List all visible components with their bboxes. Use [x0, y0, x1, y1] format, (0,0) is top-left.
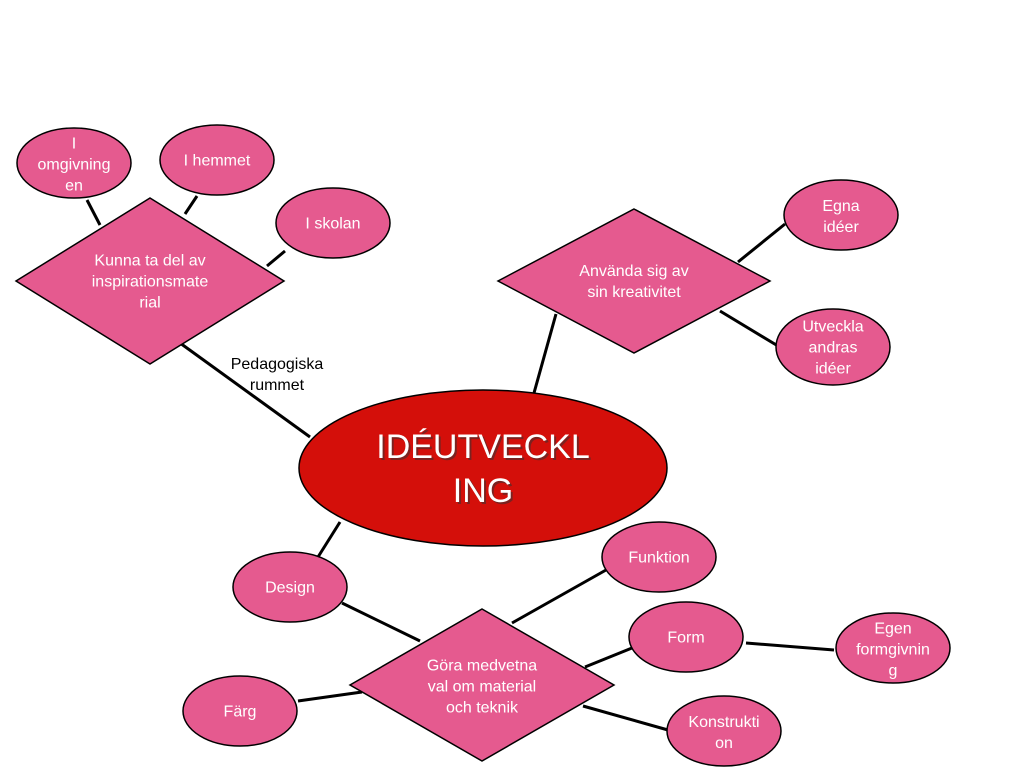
label-line: omgivning — [38, 157, 111, 174]
label-line: Form — [667, 630, 704, 647]
ellipse-egna-ideer — [783, 179, 899, 251]
label-line: Design — [265, 580, 315, 597]
label-line: Färg — [224, 704, 257, 721]
label-line: rummet — [250, 377, 305, 394]
edge-label-pedagogiska-rummet: Pedagogiska rummet — [231, 356, 324, 394]
connector-design-material — [341, 601, 421, 643]
ellipse-egna-ideer-text: Egna idéer — [822, 198, 859, 236]
ellipse-hemmet-text: I hemmet — [184, 153, 251, 170]
label-line: Pedagogiska — [231, 356, 324, 373]
ellipse-konstruktion — [666, 695, 782, 767]
connectors — [85, 195, 835, 732]
label-line: idéer — [815, 361, 851, 378]
ellipse-farg — [182, 675, 298, 747]
ellipse-andras-ideer — [775, 308, 891, 386]
ellipse-skolan — [275, 187, 391, 259]
diamond-kreativitet-text: Använda sig av sin kreativitet — [579, 263, 688, 301]
label-line: sin kreativitet — [587, 284, 681, 301]
diamond-material — [348, 608, 616, 762]
center-text: IDÉUTVECKL ING — [376, 428, 590, 510]
ellipse-omgivningen — [16, 127, 132, 199]
connector-material-funktion — [511, 568, 607, 625]
ellipse-hemmet — [159, 124, 275, 196]
label-line: formgivnin — [856, 642, 930, 659]
connector-kreativitet-egna — [737, 222, 786, 264]
connector-center-inspiration — [179, 341, 311, 439]
label-line: inspirationsmate — [92, 274, 209, 291]
ellipse-form-text: Form — [667, 630, 704, 647]
label-line: IDÉUTVECKL — [376, 428, 590, 466]
diamond-inspiration-text: Kunna ta del av inspirationsmate rial — [92, 253, 209, 312]
label-line: Göra medvetna — [427, 658, 537, 675]
label-line: I skolan — [305, 216, 360, 233]
connector-inspiration-skolan — [266, 249, 286, 268]
center-ellipse — [298, 389, 668, 547]
ellipse-egen-formgivning — [835, 612, 951, 684]
connector-form-egen — [745, 641, 835, 652]
label-line: andras — [809, 340, 858, 357]
connector-inspiration-omgivningen — [85, 199, 102, 226]
label-line: on — [715, 735, 733, 752]
label-line: Konstrukti — [688, 714, 759, 731]
center-text-shadow: IDÉUTVECKL ING — [378, 430, 592, 512]
diamond-kreativitet — [496, 208, 772, 354]
connector-center-kreativitet — [532, 313, 558, 394]
label-line: g — [889, 663, 898, 680]
label-line: idéer — [823, 219, 859, 236]
label-line: och teknik — [446, 700, 519, 717]
label-line: I hemmet — [184, 153, 251, 170]
label-line: Utveckla — [802, 319, 863, 336]
ellipse-form — [628, 601, 744, 673]
connector-material-konstruktion — [582, 704, 669, 732]
label-line: ING — [453, 472, 513, 510]
ellipse-skolan-text: I skolan — [305, 216, 360, 233]
ellipse-design — [232, 551, 348, 623]
ellipse-design-text: Design — [265, 580, 315, 597]
diamond-inspiration — [14, 197, 286, 365]
connector-center-design — [316, 521, 342, 558]
label-line: Använda sig av — [579, 263, 688, 280]
label-line: Egen — [874, 621, 911, 638]
connector-material-form — [584, 646, 633, 669]
label-line: IDÉUTVECKL — [378, 430, 592, 468]
ellipse-andras-ideer-text: Utveckla andras idéer — [802, 319, 863, 378]
connector-kreativitet-andras — [719, 309, 779, 348]
label-line: en — [65, 178, 83, 195]
label-line: Egna — [822, 198, 859, 215]
ellipse-funktion — [601, 521, 717, 593]
connector-material-farg — [297, 690, 363, 703]
label-line: Funktion — [628, 550, 689, 567]
label-line: I — [72, 136, 76, 153]
label-line: ING — [455, 474, 515, 512]
diamond-material-text: Göra medvetna val om material och teknik — [427, 658, 537, 717]
ellipse-egen-formgivning-text: Egen formgivnin g — [856, 621, 930, 680]
ellipse-farg-text: Färg — [224, 704, 257, 721]
label-line: val om material — [428, 679, 536, 696]
label-line: rial — [139, 295, 160, 312]
ellipse-funktion-text: Funktion — [628, 550, 689, 567]
label-line: Kunna ta del av — [94, 253, 205, 270]
connector-inspiration-hemmet — [183, 195, 199, 215]
ellipse-konstruktion-text: Konstrukti on — [688, 714, 759, 752]
